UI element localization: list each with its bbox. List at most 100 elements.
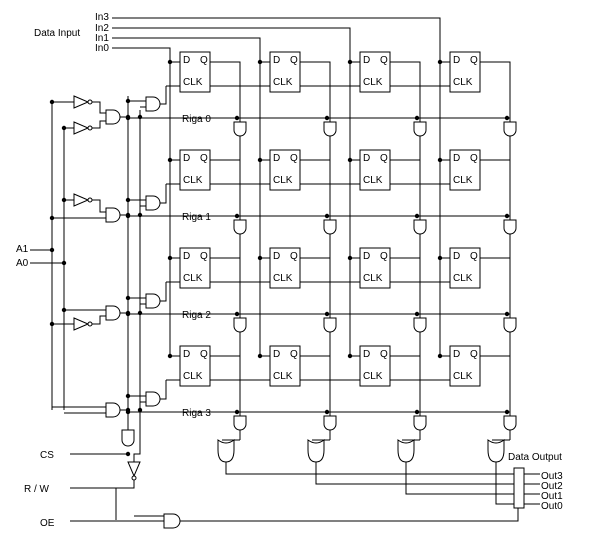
flip-flop-clk-pin: CLK — [453, 77, 473, 88]
output-line-out3-label: Out3 — [541, 471, 563, 482]
flip-flop-d-pin: D — [183, 251, 190, 262]
address-a1-inverter-row-2 — [73, 317, 90, 331]
read-and-r1-c3 — [503, 219, 517, 235]
junction-dot — [347, 353, 353, 359]
junction-dot — [137, 114, 143, 120]
read-and-r3-c2 — [413, 415, 427, 431]
junction-dot — [504, 311, 510, 317]
wire — [390, 355, 421, 416]
junction-dot — [61, 197, 67, 203]
flip-flop-clk-pin: CLK — [453, 371, 473, 382]
junction-dot — [414, 409, 420, 415]
read-and-r0-c2 — [413, 121, 427, 137]
read-write-inverter — [127, 461, 141, 478]
row-2-label: Riga 2 — [182, 310, 211, 321]
wire — [160, 86, 167, 105]
read-and-r1-c0 — [233, 219, 247, 235]
flip-flop-body — [359, 51, 391, 93]
flip-flop-body — [269, 247, 301, 289]
junction-dot — [167, 353, 173, 359]
junction-dot — [234, 409, 240, 415]
flip-flop-body — [179, 247, 211, 289]
wire — [390, 159, 421, 220]
flip-flop-body — [269, 345, 301, 387]
column-output-1 — [315, 462, 514, 485]
junction-dot — [234, 311, 240, 317]
flip-flop-q-pin: Q — [200, 251, 208, 262]
junction-dot — [137, 310, 143, 316]
flip-flop-clk-pin: CLK — [453, 175, 473, 186]
read-and-r2-c3 — [503, 317, 517, 333]
output-enable-line — [180, 508, 519, 522]
flip-flop-clk-pin: CLK — [273, 175, 293, 186]
flip-flop-clk-pin: CLK — [363, 175, 383, 186]
flip-flop-q-pin: Q — [470, 251, 478, 262]
wire — [92, 315, 106, 325]
flip-flop-clk-pin: CLK — [363, 77, 383, 88]
flip-flop-q-pin: Q — [380, 251, 388, 262]
junction-dot — [49, 247, 55, 253]
write-select-and-row-2 — [145, 293, 161, 309]
flip-flop-clk-pin: CLK — [183, 371, 203, 382]
read-and-r3-c3 — [503, 415, 517, 431]
address-decoder-and-row-0 — [105, 109, 121, 125]
junction-dot — [167, 157, 173, 163]
wire — [480, 159, 511, 220]
data-input-line-1 — [112, 27, 351, 356]
wire — [92, 199, 106, 213]
junction-dot — [167, 59, 173, 65]
flip-flop-clk-pin: CLK — [453, 273, 473, 284]
flip-flop-clk-pin: CLK — [183, 77, 203, 88]
inverter-bubble — [87, 125, 93, 131]
column-or-gate-1 — [307, 439, 325, 463]
output-enable-and-gate — [163, 513, 181, 529]
wire — [300, 61, 331, 122]
flip-flop-body — [359, 149, 391, 191]
flip-flop-body — [449, 51, 481, 93]
flip-flop-q-pin: Q — [470, 349, 478, 360]
junction-dot — [324, 115, 330, 121]
control-cs-label: CS — [40, 450, 54, 461]
column-output-3 — [495, 462, 514, 505]
junction-dot — [49, 99, 55, 105]
read-and-r0-c0 — [233, 121, 247, 137]
wire — [133, 410, 141, 462]
flip-flop-d-pin: D — [273, 349, 280, 360]
flip-flop-q-pin: Q — [470, 55, 478, 66]
junction-dot — [61, 307, 67, 313]
read-and-r0-c3 — [503, 121, 517, 137]
column-output-2 — [405, 462, 514, 495]
read-and-r3-c1 — [323, 415, 337, 431]
wire — [210, 159, 241, 220]
flip-flop-d-pin: D — [363, 251, 370, 262]
junction-dot — [414, 311, 420, 317]
read-and-r2-c1 — [323, 317, 337, 333]
data-output-title: Data Output — [508, 452, 562, 463]
flip-flop-q-pin: Q — [200, 153, 208, 164]
read-and-r1-c2 — [413, 219, 427, 235]
address-a1-label: A1 — [16, 244, 29, 255]
junction-dot — [324, 213, 330, 219]
junction-dot — [414, 213, 420, 219]
junction-dot — [437, 255, 443, 261]
flip-flop-q-pin: Q — [290, 349, 298, 360]
junction-dot — [324, 409, 330, 415]
flip-flop-q-pin: Q — [290, 55, 298, 66]
address-decoder-and-row-3 — [105, 402, 121, 418]
flip-flop-d-pin: D — [363, 55, 370, 66]
column-or-gate-2 — [397, 439, 415, 463]
address-a0-inverter — [73, 121, 90, 135]
junction-dot — [61, 125, 67, 131]
flip-flop-clk-pin: CLK — [183, 175, 203, 186]
